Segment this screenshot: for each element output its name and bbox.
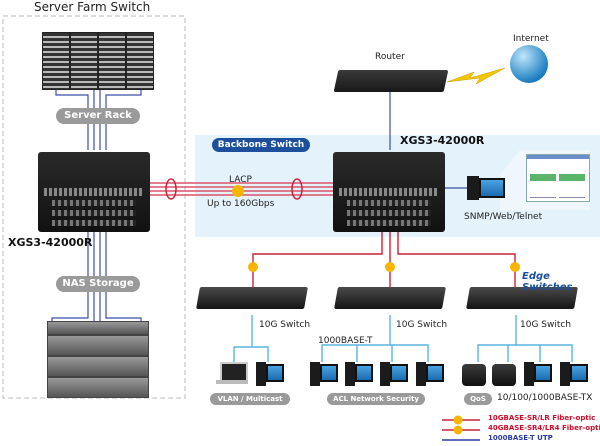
- router-label: Router: [375, 52, 405, 62]
- acl-label: ACL Network Security: [327, 393, 425, 405]
- laptop-base: [216, 380, 248, 384]
- desktop-monitor-icon: [320, 364, 338, 382]
- edge3-10g-badge: [510, 262, 520, 272]
- switch1-label: 10G Switch: [259, 320, 311, 330]
- edge-client-links: [233, 315, 573, 362]
- lacp-bundle-right: [291, 178, 303, 200]
- nas-storage-label: NAS Storage: [56, 276, 140, 292]
- core-chassis-switch: [333, 152, 445, 232]
- desktop-monitor-icon: [355, 364, 373, 382]
- legend-10g: 10GBASE-SR/LR Fiber-optic: [488, 414, 596, 422]
- internet-label: Internet: [513, 34, 549, 44]
- nas-cables: [51, 230, 142, 322]
- core-model-label: XGS3-42000R: [400, 134, 485, 147]
- desktop-pc-icon: [310, 362, 320, 386]
- internet-globe-icon: [510, 45, 548, 83]
- base-t-label: 1000BASE-T: [318, 336, 373, 346]
- lacp-bundle-left: [165, 178, 177, 200]
- desktop-pc-icon: [380, 362, 390, 386]
- wan-lightning: [446, 67, 506, 85]
- diagram-title: Server Farm Switch: [34, 0, 151, 14]
- lacp-40g-badge: [232, 185, 244, 197]
- desktop-monitor-icon: [534, 364, 552, 382]
- desktop-pc-icon: [416, 362, 426, 386]
- desktop-monitor-icon: [390, 364, 408, 382]
- desktop-monitor-icon: [426, 364, 444, 382]
- rack-cabinet: [42, 32, 70, 90]
- desktop-pc-icon: [345, 362, 355, 386]
- legend-utp: 1000BASE-T UTP: [488, 434, 553, 442]
- ip-phone-icon: [492, 364, 516, 386]
- desktop-monitor-icon: [570, 364, 588, 382]
- nas-storage-array: [47, 321, 149, 403]
- edge2-10g-badge: [385, 262, 395, 272]
- web-management-screenshot: [526, 154, 590, 202]
- snmp-pc-icon: [467, 176, 479, 200]
- router-device: [333, 70, 449, 92]
- server-rack: [42, 32, 154, 90]
- legend-40g: 40GBASE-SR4/LR4 Fiber-optic: [488, 424, 600, 432]
- base-tx-label: 10/100/1000BASE-TX: [497, 393, 593, 403]
- switch2-label: 10G Switch: [396, 320, 448, 330]
- edge1-10g-badge: [248, 262, 258, 272]
- edge-switches-label: Edge Switches: [522, 271, 573, 293]
- edge-switch-1: [196, 287, 308, 309]
- edge-fiber-links: [252, 230, 516, 288]
- desktop-monitor-icon: [266, 364, 284, 382]
- backbone-switch-badge: Backbone Switch: [212, 138, 310, 152]
- left-model-label: XGS3-42000R: [8, 236, 93, 249]
- rack-cabinet: [70, 32, 98, 90]
- desktop-pc-icon: [524, 362, 534, 386]
- legend-lines: [442, 415, 480, 441]
- lacp-label: LACP: [229, 175, 252, 185]
- switch3-label: 10G Switch: [520, 320, 572, 330]
- snmp-label: SNMP/Web/Telnet: [464, 212, 543, 222]
- server-farm-border: [2, 15, 186, 399]
- laptop-icon: [220, 362, 248, 382]
- ip-phone-icon: [462, 364, 486, 386]
- rack-cabinet: [126, 32, 154, 90]
- lacp-speed-label: Up to 160Gbps: [207, 199, 275, 209]
- server-rack-label: Server Rack: [56, 108, 140, 124]
- vlan-label: VLAN / Multicast: [210, 393, 290, 405]
- qos-label: QoS: [464, 393, 492, 405]
- desktop-pc-icon: [256, 362, 266, 386]
- edge-switch-2: [334, 287, 446, 309]
- rack-cabinet: [98, 32, 126, 90]
- snmp-monitor-icon: [479, 178, 505, 198]
- desktop-pc-icon: [560, 362, 570, 386]
- left-chassis-switch: [38, 152, 150, 232]
